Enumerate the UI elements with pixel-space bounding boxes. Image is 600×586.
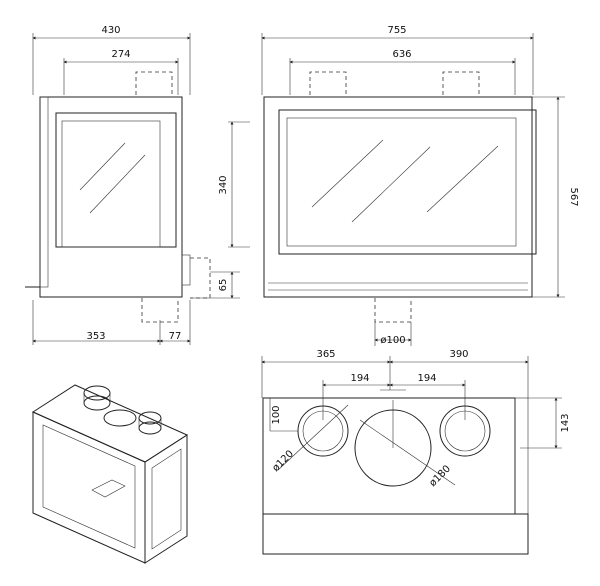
dim-duct-offset: 274 [111, 49, 130, 60]
iso-front [32, 411, 146, 564]
dim-center-to-right: 390 [449, 349, 468, 360]
front-view: 755 636 567 ø100 [261, 25, 579, 346]
dim-right-outlet-offset: 194 [417, 373, 436, 384]
side-view: 430 274 340 65 353 77 [25, 25, 250, 345]
top-view: 365 390 194 194 100 143 ø120 ø180 [261, 349, 571, 555]
dim-rear-offset: 77 [169, 331, 182, 342]
front-glass [286, 117, 517, 247]
dim-opening-width: 636 [392, 49, 411, 60]
right-outlet [439, 405, 491, 457]
isometric-view [31, 384, 189, 564]
dim-base-offset: 65 [218, 279, 229, 292]
dim-depth: 430 [101, 25, 120, 36]
front-glass-frame [278, 109, 537, 255]
dim-small-outlet-diameter: ø120 [270, 448, 296, 474]
side-glass-frame [55, 112, 177, 248]
dim-front-to-flue: 353 [86, 331, 105, 342]
dim-rear-outlet-depth: 143 [560, 413, 571, 432]
side-body [39, 96, 183, 298]
front-body [263, 96, 533, 298]
dim-large-outlet-diameter: ø180 [427, 463, 453, 489]
iso-side [144, 434, 188, 564]
dim-bottom-flue: ø100 [380, 335, 405, 346]
dim-left-to-center: 365 [316, 349, 335, 360]
side-glass [61, 120, 161, 248]
dim-height: 567 [568, 187, 579, 206]
dim-left-outlet-offset: 194 [350, 373, 369, 384]
dim-width: 755 [387, 25, 406, 36]
dim-glass-height: 340 [218, 175, 229, 194]
top-rear-plate [262, 513, 529, 555]
dim-side-outlet-depth: 100 [271, 405, 282, 424]
